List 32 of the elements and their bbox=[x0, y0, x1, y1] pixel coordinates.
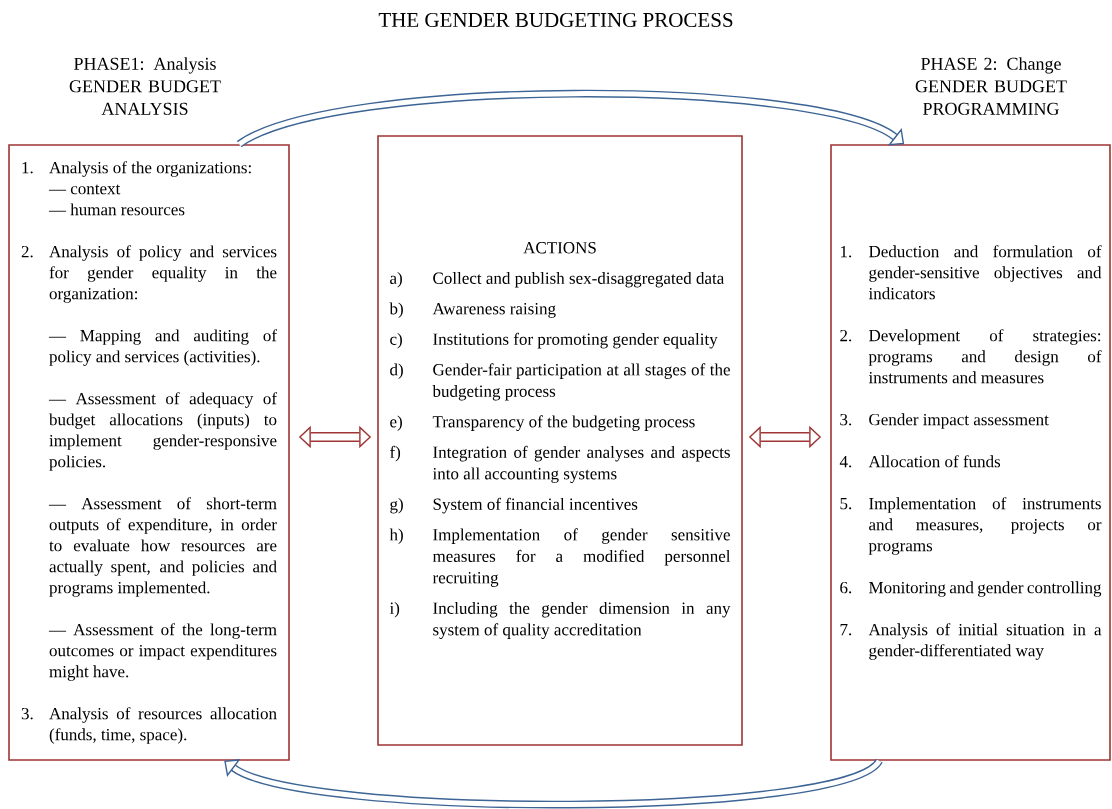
list-item: b) Awareness raising bbox=[389, 302, 556, 318]
list-item: f) Integration of gender analyses and aspects into all accounting systems bbox=[390, 445, 730, 483]
arrow bbox=[224, 757, 882, 809]
list-item: — human resources bbox=[48, 203, 185, 216]
list-item: 2. Development of strategies: programs and design of instruments and measures bbox=[840, 329, 1102, 384]
list-item: 7. Analysis of initial situation in a gender-differentiated way bbox=[840, 623, 1102, 660]
list-item: 3. Gender impact assessment bbox=[840, 413, 1049, 429]
list-item: — Assessment of short-term outputs of expenditure, in order to evaluate how resources are actually spent, and policies and programs implemented. bbox=[48, 497, 277, 597]
list-item: 4. Allocation of funds bbox=[839, 455, 1001, 468]
list-item: g) System of financial incentives bbox=[390, 497, 638, 514]
phase-heading: PHASE 2: Change GENDER BUDGET PROGRAMMING bbox=[915, 57, 1067, 115]
list-item: 2. Analysis of policy and services for gender equality in the organization: bbox=[21, 245, 277, 303]
list-item: 1. Deduction and formulation of gender-sensitive objectives and indicators bbox=[841, 245, 1102, 300]
list-item: d) Gender-fair participation at all stages of the budgeting process bbox=[390, 363, 730, 401]
list-item: 5. Implementation of instruments and measures, projects or programs bbox=[840, 497, 1102, 555]
list-item: — Assessment of adequacy of budget allocations (inputs) to implement gender-responsive policies. bbox=[48, 392, 277, 471]
list-item: — Assessment of the long-term outcomes or impact expenditures might have. bbox=[48, 623, 277, 681]
list-item: 1. Analysis of the organizations: bbox=[22, 161, 251, 177]
phase-heading: PHASE1: Analysis GENDER BUDGET ANALYSIS bbox=[69, 57, 221, 115]
title: THE GENDER BUDGETING PROCESS bbox=[378, 12, 733, 28]
list-item: — Mapping and auditing of policy and services (activities). bbox=[48, 329, 277, 366]
section-heading: ACTIONS bbox=[523, 242, 596, 254]
list-item: i) Including the gender dimension in any system of quality accreditation bbox=[389, 602, 731, 639]
list-item: c) Institutions for promoting gender equality bbox=[390, 332, 718, 349]
arrow bbox=[237, 89, 905, 148]
list-item: 6. Monitoring and gender controlling bbox=[840, 581, 1102, 597]
list-item: h) Implementation of gender sensitive measures for a modified personnel recruiting bbox=[389, 528, 731, 587]
list-item: e) Transparency of the budgeting process bbox=[390, 415, 695, 431]
list-item: a) Collect and publish sex-disaggregated data bbox=[390, 272, 725, 288]
list-box bbox=[377, 135, 743, 746]
list-item: 3. Analysis of resources allocation (funds, time, space). bbox=[21, 707, 277, 744]
list-item: — context bbox=[48, 184, 121, 195]
